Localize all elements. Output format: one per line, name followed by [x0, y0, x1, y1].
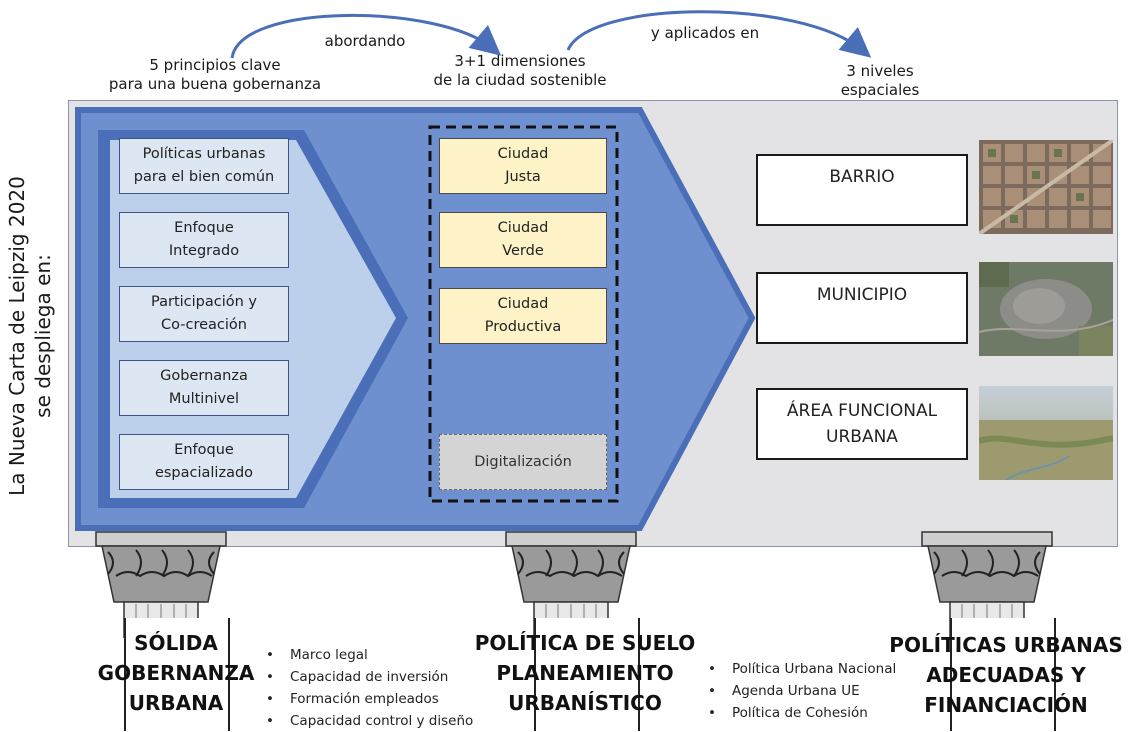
pillar-shaft-left: [124, 618, 230, 731]
arrow-to-levels: [566, 10, 872, 58]
digitalizacion-box: Digitalización: [439, 434, 607, 490]
dimension-box: Ciudad Verde: [439, 212, 607, 268]
level-municipio: MUNICIPIO: [756, 272, 968, 344]
bullet-item: Política de Cohesión: [702, 702, 896, 724]
level-barrio: BARRIO: [756, 154, 968, 226]
area-funcional-aerial-photo: [979, 386, 1113, 480]
municipio-aerial-photo: [979, 262, 1113, 356]
bullet-item: Formación empleados: [260, 688, 473, 710]
pillar-shaft-right: [950, 618, 1056, 731]
dimensions-dashed-frame: [428, 125, 619, 503]
flow-arrows: [230, 10, 872, 59]
pillar-bullets-suelo: Política Urbana Nacional Agenda Urbana U…: [702, 658, 896, 724]
barrio-aerial-photo: [979, 140, 1113, 234]
pillar-title-suelo: POLÍTICA DE SUELO PLANEAMIENTO URBANÍSTI…: [474, 631, 696, 715]
principle-box: Gobernanza Multinivel: [119, 360, 289, 416]
level-area-funcional: ÁREA FUNCIONAL URBANA: [756, 388, 968, 460]
pillar-shaft-center: [534, 618, 640, 731]
dimension-box: Ciudad Productiva: [439, 288, 607, 344]
principle-box: Enfoque espacializado: [119, 434, 289, 490]
arrow-to-dimensions: [230, 13, 502, 59]
pillar-title-financiacion: POLÍTICAS URBANAS ADECUADAS Y FINANCIACI…: [889, 633, 1123, 717]
bullet-item: Marco legal: [260, 644, 473, 666]
pillar-bullets-gobernanza: Marco legal Capacidad de inversión Forma…: [260, 644, 473, 732]
arrow1-label: abordando: [324, 32, 406, 50]
principle-box: Enfoque Integrado: [119, 212, 289, 268]
bullet-item: Capacidad de inversión: [260, 666, 473, 688]
pillar-title-gobernanza: SÓLIDA GOBERNANZA URBANA: [97, 631, 255, 715]
principles-caption: 5 principios clave para una buena gobern…: [108, 56, 322, 93]
bullet-item: Capacidad control y diseño: [260, 710, 473, 732]
bullet-item: Agenda Urbana UE: [702, 680, 896, 702]
bullet-item: Política Urbana Nacional: [702, 658, 896, 680]
arrow2-label: y aplicados en: [650, 24, 760, 42]
dimension-box: Ciudad Justa: [439, 138, 607, 194]
dimensions-caption: 3+1 dimensiones de la ciudad sostenible: [433, 52, 607, 89]
principle-box: Políticas urbanas para el bien común: [119, 138, 289, 194]
levels-caption: 3 niveles espaciales: [840, 62, 920, 99]
principle-box: Participación y Co-creación: [119, 286, 289, 342]
